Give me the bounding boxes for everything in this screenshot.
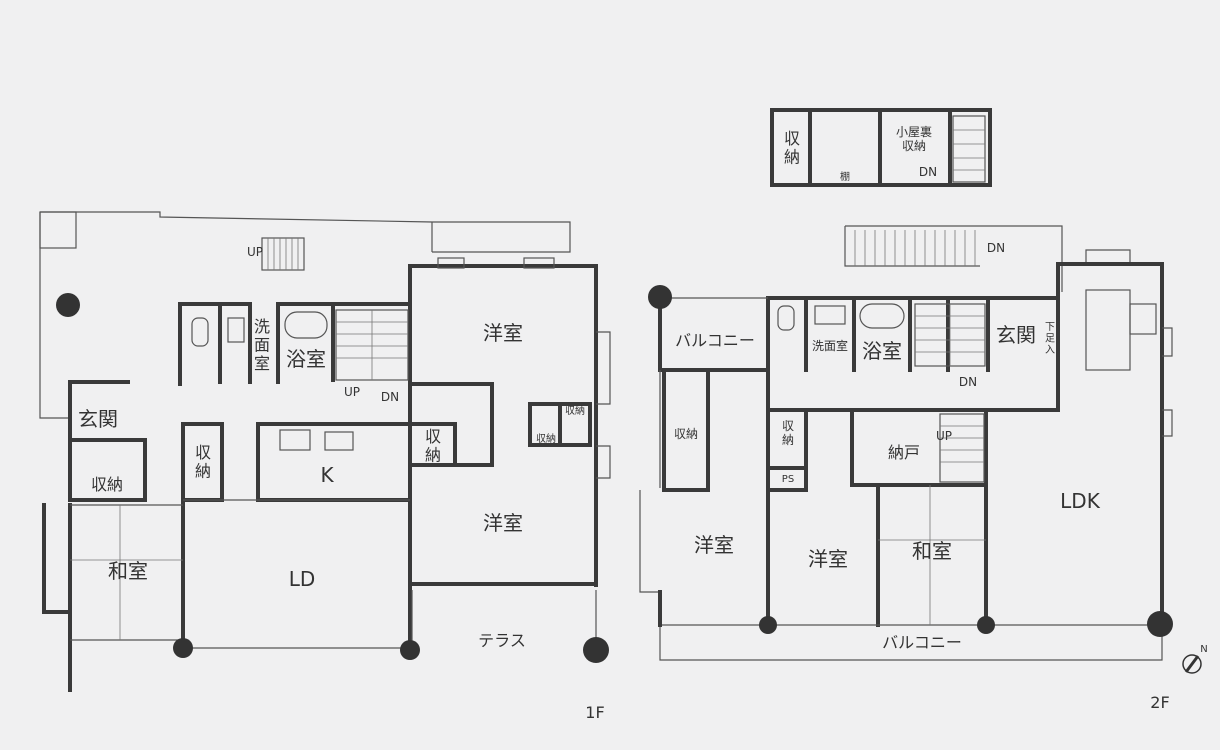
room-label-yokushitsu-2f: 浴室 (862, 339, 902, 363)
room-label-genkan-2f: 玄関 (996, 323, 1036, 347)
toilet-icon (191, 317, 209, 347)
sink-icon (227, 317, 245, 343)
room-label-ps: PS (782, 474, 794, 485)
room-label-yoshitsu-a: 洋室 (694, 533, 734, 557)
room-label-getabako: 下足入 (1045, 322, 1055, 356)
column (1147, 611, 1173, 637)
room-label-balcony-bottom: バルコニー (882, 633, 962, 652)
attic-plan: 収納 小屋裏収納 棚 DN (770, 108, 992, 187)
inside-stairs-2f (914, 303, 986, 483)
sink-icon (814, 305, 846, 325)
room-label-balcony-top: バルコニー (675, 331, 755, 350)
column (977, 616, 995, 634)
bathtub-icon (859, 303, 905, 329)
stair-label-up-inside: UP (344, 385, 360, 399)
room-label-washitsu: 和室 (108, 559, 148, 583)
stair-label-dn-inside: DN (381, 390, 399, 404)
compass-label: N (1200, 644, 1207, 655)
column (400, 640, 420, 660)
room-label-yokushitsu: 浴室 (286, 347, 326, 371)
room-label-washitsu-2f: 和室 (912, 539, 952, 563)
room-label-kitchen: K (320, 463, 334, 487)
room-label-senmenshitsu-2f: 洗面室 (812, 338, 848, 353)
column (759, 616, 777, 634)
room-label-shuno-small-b: 収納 (536, 432, 556, 445)
column (173, 638, 193, 658)
label-tana: 棚 (840, 170, 850, 183)
room-label-attic-shuno: 収納 (784, 129, 800, 166)
room-label-genkan: 玄関 (78, 407, 118, 431)
inside-stairs-1f (335, 309, 409, 381)
floor-label-1f: 1F (585, 703, 604, 722)
stair-label-dn-inside-2f: DN (959, 375, 977, 389)
stair-label-dn-outside-2f: DN (987, 241, 1005, 255)
room-label-ld: LD (289, 567, 316, 591)
room-label-shuno-left-2f: 収納 (674, 427, 698, 441)
room-label-shuno-small-a: 収納 (565, 404, 585, 417)
outside-stairs (261, 237, 305, 271)
floor-2-plan: バルコニー 洗面室 浴室 玄関 下足入 収納 収納 PS 納戸 洋室 洋室 和室… (639, 225, 1208, 712)
kitchen-sink-icon (324, 431, 354, 451)
bathtub-icon (284, 311, 328, 339)
floor-label-2f: 2F (1150, 693, 1169, 712)
room-label-ldk: LDK (1060, 489, 1101, 513)
column (648, 285, 672, 309)
room-label-yoshitsu-b: 洋室 (808, 547, 848, 571)
room-label-terrace: テラス (478, 631, 526, 650)
stove-icon (279, 429, 311, 451)
room-label-shuno-mid: 収納 (425, 427, 441, 464)
stair-label-up-inside-2f: UP (936, 429, 952, 443)
stove-icon (1129, 303, 1157, 335)
room-label-nando: 納戸 (888, 443, 920, 462)
room-label-shuno-mid-2f: 収納 (782, 419, 794, 447)
room-label-shuno-entry: 収納 (91, 475, 123, 494)
floor-1-plan: 洋室 洋室 洗面室 浴室 玄関 収納 収納 収納 収納 収納 K 和室 LD テ… (39, 211, 611, 722)
column (583, 637, 609, 663)
stair-label-up-outside: UP (247, 245, 263, 259)
toilet-icon (777, 305, 795, 331)
room-label-yoshitsu-bottom: 洋室 (483, 511, 523, 535)
room-label-koyaura: 小屋裏収納 (896, 124, 932, 153)
room-label-senmenshitsu: 洗面室 (254, 317, 270, 373)
outside-stairs-2f (844, 225, 1063, 292)
room-label-shuno-left: 収納 (195, 443, 211, 480)
kitchen-counter (1085, 289, 1131, 371)
compass-icon: N (1182, 644, 1208, 674)
stair-label-attic-dn: DN (919, 165, 937, 179)
column (56, 293, 80, 317)
room-label-yoshitsu-top: 洋室 (483, 321, 523, 345)
